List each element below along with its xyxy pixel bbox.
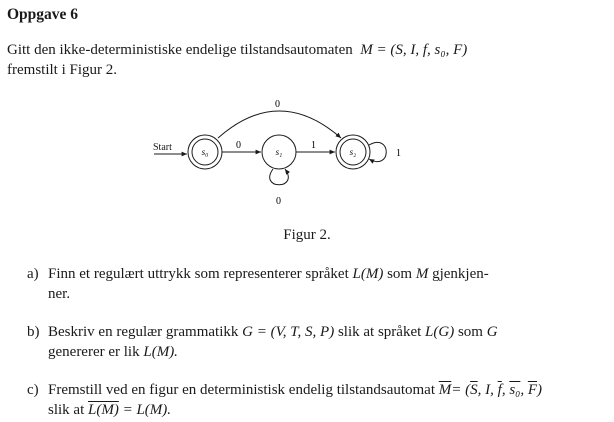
task-c-math-s0: s₀ [509,382,521,398]
task-c-math-eq-LM: = L(M). [122,402,172,418]
loop-s1-label: 0 [276,196,281,207]
task-c-text-1: Fremstill ved en figur en deterministisk… [48,382,436,398]
edge-s0-s2 [217,110,342,139]
task-b-text-2: slik at språket [337,324,422,340]
task-c-math-close: ) [537,382,543,398]
loop-s2 [368,142,387,164]
task-a-text-3: gjenkjen- [432,266,489,282]
task-c: c) Fremstill ved en figur en determinist… [27,380,612,420]
task-a-text-2: som [387,266,413,282]
task-a-math-1: L(M) [352,266,384,282]
state-s2-outer [335,134,371,170]
start-label: Start [153,142,172,153]
task-c-math-comma: , [501,382,510,398]
task-b-math-2: L(G) [425,324,455,340]
task-b-math-1: G = (V, T, S, P) [242,324,335,340]
task-c-text: Fremstill ved en figur en deterministisk… [48,380,542,420]
task-b: b) Beskriv en regulær grammatikk G = (V,… [27,322,597,362]
intro-text: Gitt den ikke-deterministiske endelige t… [7,42,353,58]
state-s1-label: s₁ [276,147,283,157]
task-c-label: c) [27,382,39,398]
task-c-math-M: M [438,382,452,398]
task-b-label: b) [27,324,40,340]
task-c-math-F: F [527,382,538,398]
state-s0-label: s₀ [202,147,209,157]
task-a-label: a) [27,266,39,282]
task-a-text-1: Finn et regulært uttrykk som representer… [48,266,349,282]
state-s2-inner [339,138,367,166]
automaton-diagram: Start s₀ s₁ s₂ 0 1 0 0 1 [153,99,401,207]
task-a: a) Finn et regulært uttrykk som represen… [27,264,597,304]
task-a-math-2: M [415,266,429,282]
intro-math: M = (S, I, f, s₀, F) [360,42,468,58]
intro-text-2: fremstilt i Figur 2. [7,62,117,78]
task-b-text-4: genererer er lik [48,344,140,360]
task-b-math-3: G [486,324,498,340]
intro-paragraph: Gitt den ikke-deterministiske endelige t… [7,40,607,80]
task-c-math-f: f [497,382,502,398]
task-b-math-4: L(M). [143,344,178,360]
task-c-text-2: slik at [48,402,85,418]
task-c-math-LM: L(M) [88,402,119,418]
edge-s1-s2-label: 1 [311,140,316,151]
task-a-text-4: ner. [48,286,71,302]
automaton-figure: Start s₀ s₁ s₂ 0 1 0 0 1 [140,92,410,212]
task-c-math-eq: = ( [451,382,471,398]
edge-s0-s2-label: 0 [275,99,280,110]
state-s0-inner [191,138,219,166]
loop-s1 [269,168,291,186]
task-c-math-I: , I, [477,382,498,398]
loop-s2-label: 1 [396,148,401,159]
edge-s0-s1-label: 0 [236,140,241,151]
figure-caption: Figur 2. [283,227,331,243]
task-b-text-3: som [457,324,483,340]
task-c-math-comma-2: , [520,382,528,398]
task-a-text: Finn et regulært uttrykk som representer… [48,264,489,304]
state-s2-label: s₂ [350,147,357,157]
task-b-text: Beskriv en regulær grammatikk G = (V, T,… [48,322,498,362]
task-b-text-1: Beskriv en regulær grammatikk [48,324,239,340]
task-heading: Oppgave 6 [7,6,79,23]
task-c-math-S: S [470,382,478,398]
